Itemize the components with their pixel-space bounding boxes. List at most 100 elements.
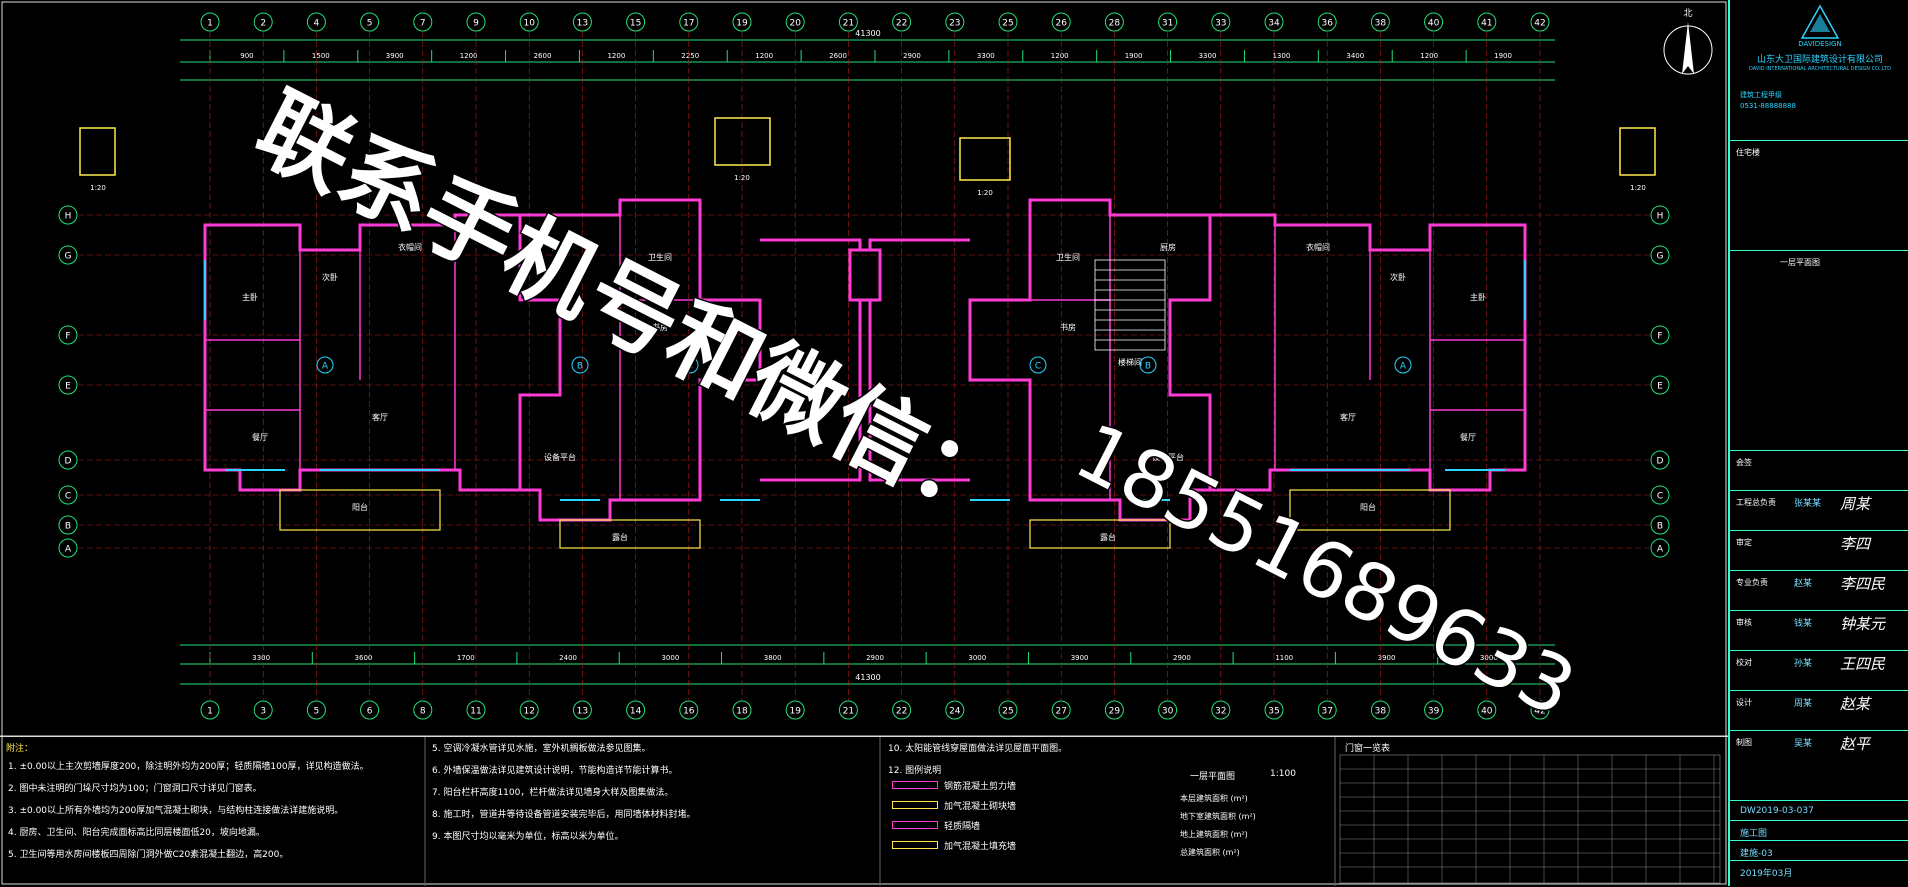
detail-scale: 1:20 xyxy=(977,189,993,197)
legend-label: 加气混凝土填充墙 xyxy=(944,842,1017,852)
grid-left-label: H xyxy=(65,212,72,222)
room-label: 阳台 xyxy=(352,502,368,512)
grid-top-bubble xyxy=(360,12,380,32)
grid-top-label: 1 xyxy=(207,19,213,29)
unit-marker xyxy=(1394,356,1412,374)
grid-bottom-label: 8 xyxy=(420,707,426,717)
dimension-label: 1300 xyxy=(1272,52,1290,60)
grid-bottom-label: 16 xyxy=(683,707,695,717)
dimension-label: 3300 xyxy=(977,52,995,60)
tb-role: 设计 xyxy=(1736,698,1752,707)
grid-bottom-label: 13 xyxy=(577,707,588,717)
grid-bottom-label: 1 xyxy=(207,707,213,717)
note-item: 5. 卫生间等用水房间楼板四周除门洞外做C20素混凝土翻边，高200。 xyxy=(8,850,289,860)
grid-top-bubble xyxy=(626,12,646,32)
note-item: 10. 太阳能管线穿屋面做法详见屋面平面图。 xyxy=(888,744,1068,754)
grid-bottom-bubble xyxy=(838,700,858,720)
tb-drawing-name-row: 一层平面图 xyxy=(1730,250,1908,280)
grid-bottom-label: 18 xyxy=(736,707,748,717)
grid-top-label: 36 xyxy=(1321,19,1333,29)
legend-swatch xyxy=(892,781,938,789)
grid-right-bubble xyxy=(1650,325,1670,345)
drawing-name: 一层平面图 xyxy=(1780,258,1820,267)
grid-bottom-bubble xyxy=(519,700,539,720)
grid-top-label: 2 xyxy=(260,19,266,29)
room-label: 阳台 xyxy=(1360,502,1376,512)
corner-details xyxy=(79,117,1656,181)
grid-bottom-label: 3 xyxy=(260,707,266,717)
tb-sign-row: 审核钱某钟某元 xyxy=(1730,610,1908,650)
note-item: 7. 阳台栏杆高度1100，栏杆做法详见墙身大样及图集做法。 xyxy=(432,788,674,798)
tb-signature: 李四 xyxy=(1840,535,1871,553)
room-label: 主卧 xyxy=(1470,292,1486,302)
grid-bottom-label: 14 xyxy=(630,707,642,717)
grid-bottom-bubble xyxy=(1051,700,1071,720)
tb-signature: 赵某 xyxy=(1840,695,1871,713)
grid-left-label: F xyxy=(65,332,70,342)
grid-top-label: 4 xyxy=(314,19,320,29)
tb-signature: 赵平 xyxy=(1840,735,1871,753)
grid-right-label: B xyxy=(1657,522,1663,532)
grid-left-label: G xyxy=(65,252,72,262)
grid-bottom-label: 21 xyxy=(843,707,854,717)
grid-top-label: 25 xyxy=(1002,19,1013,29)
dimension-label: 1700 xyxy=(457,654,475,662)
top-dimension-chain xyxy=(180,39,1555,81)
area-row-label: 本层建筑面积 (m²) xyxy=(1180,794,1248,803)
area-row-label: 地上建筑面积 (m²) xyxy=(1180,830,1248,839)
dimension-label: 2400 xyxy=(559,654,577,662)
grid-bottom-bubble xyxy=(732,700,752,720)
stair-core xyxy=(1094,259,1166,351)
grid-left-bubble xyxy=(58,485,78,505)
grid-bottom-bubble xyxy=(360,700,380,720)
unit-marker xyxy=(1029,356,1047,374)
grid-top-label: 42 xyxy=(1534,19,1545,29)
grid-left-label: D xyxy=(65,457,72,467)
grid-top-bubble xyxy=(1051,12,1071,32)
grid-right-bubble xyxy=(1650,450,1670,470)
grid-bottom-label: 24 xyxy=(949,707,961,717)
grid-left-bubble xyxy=(58,245,78,265)
room-label: 设备平台 xyxy=(544,452,576,462)
tb-sign-row: 校对孙某王四民 xyxy=(1730,650,1908,690)
grid-bottom-bubble xyxy=(253,700,273,720)
door-window-table xyxy=(1339,754,1721,884)
drawing-frame xyxy=(1,1,1727,885)
grid-left-bubble xyxy=(58,375,78,395)
grid-top-label: 28 xyxy=(1109,19,1121,29)
unit-label: B xyxy=(1145,362,1151,372)
grid-top-bubble xyxy=(519,12,539,32)
grid-top-bubble xyxy=(1424,12,1444,32)
logo-text: DAVIDESIGN xyxy=(1798,40,1842,48)
grid-top-label: 13 xyxy=(577,19,588,29)
grid-top-bubble xyxy=(1264,12,1284,32)
tb-sign-row: 审定李四 xyxy=(1730,530,1908,570)
grid-bottom-label: 38 xyxy=(1375,707,1387,717)
grid-top-bubble xyxy=(1211,12,1231,32)
grid-bottom-bubble xyxy=(785,700,805,720)
grid-top-bubble xyxy=(892,12,912,32)
grid-bottom-bubble xyxy=(306,700,326,720)
grid-right-label: F xyxy=(1657,332,1662,342)
grid-top-bubble xyxy=(253,12,273,32)
dimension-label: 3900 xyxy=(1071,654,1089,662)
grid-bottom-bubble xyxy=(1477,700,1497,720)
grid-bottom-bubble xyxy=(626,700,646,720)
grid-bottom-bubble xyxy=(1211,700,1231,720)
room-label: 餐厅 xyxy=(252,433,268,442)
dimension-label: 1200 xyxy=(755,52,773,60)
dimension-label: 3000 xyxy=(661,654,679,662)
grid-top-label: 17 xyxy=(683,19,694,29)
dimension-label: 2600 xyxy=(829,52,847,60)
note-item: 4. 厨房、卫生间、阳台完成面标高比同层楼面低20，坡向地漏。 xyxy=(8,828,265,838)
dimension-label: 900 xyxy=(240,52,253,60)
grid-top-label: 26 xyxy=(1055,19,1067,29)
dimension-label: 2900 xyxy=(1173,654,1191,662)
room-label: 露台 xyxy=(612,532,628,542)
grid-bottom-bubble xyxy=(1317,700,1337,720)
unit-marker xyxy=(316,356,334,374)
dimension-label: 2900 xyxy=(866,654,884,662)
